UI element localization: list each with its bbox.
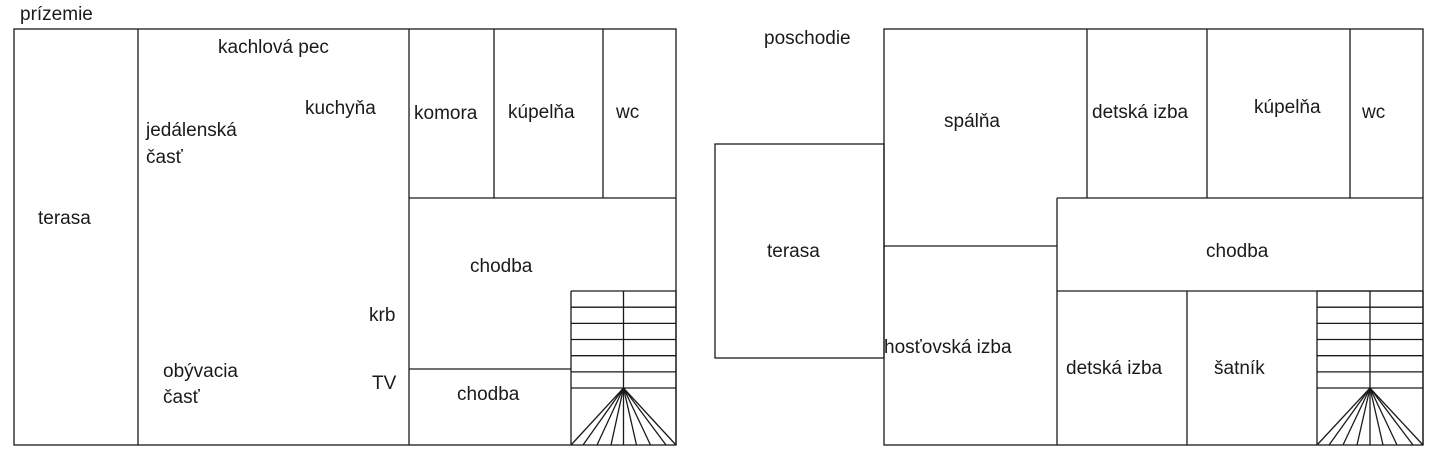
room-kupelna-label: kúpelňa xyxy=(508,102,575,123)
room-jedalenska-label-1: jedálenská xyxy=(145,120,237,141)
room-kachlova-pec-label: kachlová pec xyxy=(218,37,329,58)
room-kupelna-upper-label: kúpelňa xyxy=(1254,97,1321,118)
stair-winder xyxy=(610,387,625,446)
room-chodba-upper-label: chodba xyxy=(1206,241,1269,262)
stair-winder xyxy=(1356,387,1371,446)
room-hostovska-izba-label: hosťovská izba xyxy=(884,337,1012,358)
room-chodba-main-label: chodba xyxy=(470,256,533,277)
room-terasa-label: terasa xyxy=(38,208,91,229)
stair-winder xyxy=(1369,387,1384,446)
ground-floor-plan xyxy=(13,28,677,446)
room-chodba-small-label: chodba xyxy=(457,384,520,405)
tv-label: TV xyxy=(372,373,397,394)
stair-winder xyxy=(1369,387,1424,446)
upper-floor-plan xyxy=(714,28,1424,446)
upper-terasa-outline xyxy=(714,143,885,359)
upper-floor-title: poschodie xyxy=(764,28,851,49)
stair-winder xyxy=(1369,387,1398,446)
room-wc-label: wc xyxy=(615,102,639,123)
room-detska-izba-top-label: detská izba xyxy=(1092,102,1189,123)
room-spalna-label: spálňa xyxy=(944,111,1000,132)
room-komora-label: komora xyxy=(414,103,478,124)
room-obyvacia-label-2: časť xyxy=(163,387,201,408)
stair-winder xyxy=(622,387,652,446)
staircase-upper xyxy=(1316,290,1424,446)
stair-winder xyxy=(622,387,638,446)
room-terasa-upper-label: terasa xyxy=(767,241,820,262)
stair-winder xyxy=(623,387,677,446)
room-kuchyna-label: kuchyňa xyxy=(305,98,376,119)
stair-winder xyxy=(1328,387,1371,446)
stair-winder xyxy=(622,387,667,446)
stair-winder xyxy=(596,387,625,446)
ground-floor-outline xyxy=(13,28,677,446)
fireplace-krb-label: krb xyxy=(369,305,395,326)
room-obyvacia-label-1: obývacia xyxy=(163,361,238,382)
ground-floor-title: prízemie xyxy=(20,4,93,25)
room-wc-upper-label: wc xyxy=(1361,102,1385,123)
stair-winder xyxy=(1316,387,1371,446)
room-detska-izba-bottom-label: detská izba xyxy=(1066,358,1163,379)
room-satnik-label: šatník xyxy=(1214,358,1265,379)
stair-winder xyxy=(1342,387,1371,446)
upper-floor-outline xyxy=(883,28,1424,446)
stair-winder xyxy=(582,387,625,446)
stair-winder xyxy=(1369,387,1414,446)
room-jedalenska-label-2: časť xyxy=(146,147,184,168)
staircase-ground xyxy=(570,290,677,446)
stair-winder xyxy=(570,387,624,446)
